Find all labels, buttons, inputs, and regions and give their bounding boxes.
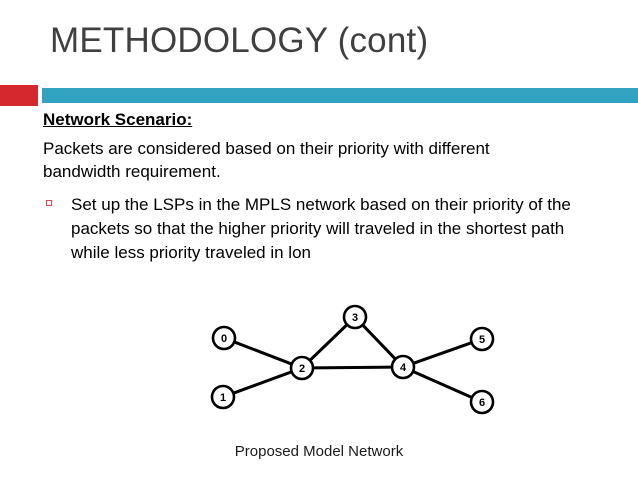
graph-node-circle: [469, 389, 495, 415]
graph-edge-0-2: [233, 340, 293, 366]
accent-bar-teal: [42, 88, 638, 103]
graph-node-0: 0: [211, 325, 237, 351]
graph-node-label: 1: [220, 392, 226, 404]
list-item-label: Set up the LSPs in the MPLS network base…: [71, 195, 571, 262]
graph-node-label: 6: [479, 397, 485, 409]
section-heading: Network Scenario:: [43, 110, 193, 129]
list-item: Set up the LSPs in the MPLS network base…: [43, 193, 603, 265]
intro-paragraph: Packets are considered based on their pr…: [43, 139, 490, 181]
graph-node-label: 5: [479, 334, 485, 346]
graph-node-label: 0: [221, 333, 227, 345]
network-diagram: 0 1 2 3 4 5 6: [196, 283, 506, 420]
graph-edge-2-3: [308, 323, 349, 362]
graph-edge-2-4: [312, 365, 393, 370]
graph-node-label: 4: [400, 362, 407, 374]
diagram-caption: Proposed Model Network: [234, 443, 404, 460]
slide-body: Network Scenario: Packets are considered…: [43, 108, 603, 265]
edge-layer: [232, 323, 473, 399]
graph-edge-3-4: [361, 323, 397, 361]
graph-node-circle: [289, 355, 315, 381]
graph-edge-1-2: [232, 370, 293, 395]
graph-node-circle: [342, 304, 368, 330]
graph-node-1: 1: [210, 384, 236, 410]
hollow-square-bullet-icon: [46, 200, 52, 206]
graph-edge-4-6: [412, 370, 473, 399]
graph-edge-4-5: [412, 341, 473, 365]
graph-node-4: 4: [390, 354, 416, 380]
graph-node-label: 2: [299, 363, 305, 375]
network-diagram-svg: 0 1 2 3 4 5 6: [210, 304, 495, 415]
graph-node-5: 5: [469, 326, 495, 352]
graph-node-circle: [211, 325, 237, 351]
graph-node-6: 6: [469, 389, 495, 415]
accent-bar-red: [0, 85, 38, 106]
graph-node-label: 3: [352, 312, 358, 324]
graph-node-circle: [390, 354, 416, 380]
graph-node-circle: [469, 326, 495, 352]
graph-node-2: 2: [289, 355, 315, 381]
graph-node-circle: [210, 384, 236, 410]
page-title: METHODOLOGY (cont): [50, 21, 429, 60]
graph-node-3: 3: [342, 304, 368, 330]
node-layer: 0 1 2 3 4 5 6: [210, 304, 495, 415]
